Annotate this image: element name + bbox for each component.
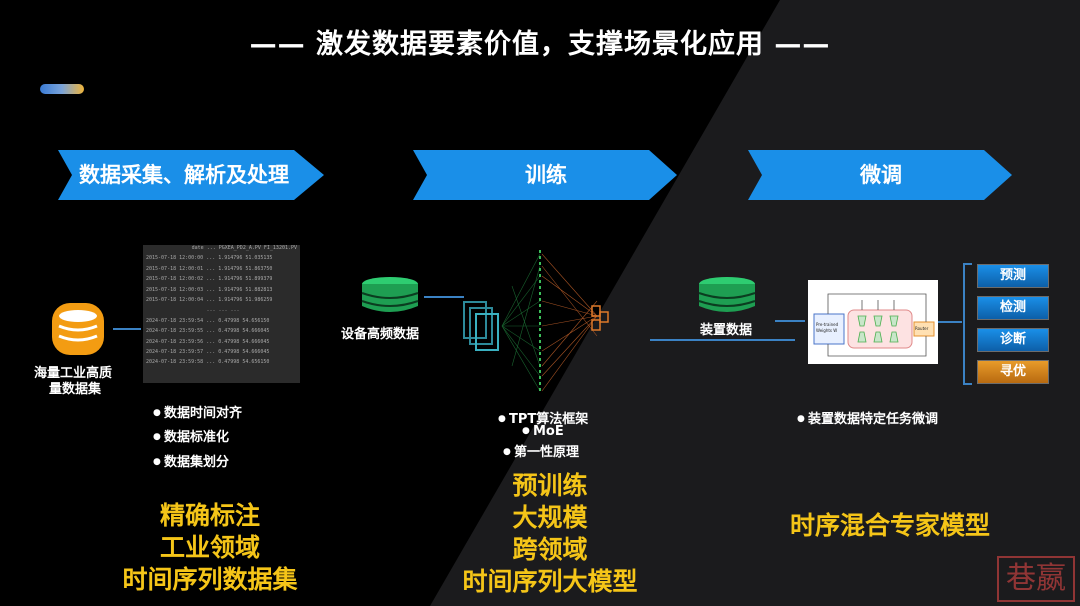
stage-arrow-finetune: 微调 [748,150,1014,200]
svg-text:Weights W: Weights W [816,328,837,333]
connector-line [113,328,141,330]
decorative-pill [40,84,84,94]
seal-text: 巷嬴 [1006,561,1066,596]
device-data-label: 设备高频数据 [341,327,420,342]
neural-network-icon [463,250,609,394]
diagram-graphic: Pre-trained Weights W Router [813,293,935,357]
highlight-text: 跨领域 [512,535,588,564]
connector-line [775,320,805,322]
page-title: —— 激发数据要素价值，支撑场景化应用 —— [249,29,831,60]
svg-text:Pre-trained: Pre-trained [816,322,839,327]
highlight-text: 时间序列数据集 [122,565,298,594]
task-detect-button: 检测 [977,296,1049,320]
bullet-item: 数据标准化 [153,426,229,445]
connector-line [650,339,795,341]
arrow-shape [748,150,1012,200]
bullet-item: 装置数据特定任务微调 [797,408,938,427]
table-row: 2015-07-18 12:00:00 ... 1.914796 51.0351… [146,255,273,262]
bullet-item: 数据集划分 [153,451,229,470]
highlight-text: 工业领域 [159,533,260,562]
table-row: 2024-07-18 23:59:55 ... 0.47998 54.66604… [146,328,270,335]
database-icon-green [361,277,419,312]
data-table: date ... PGXEA_PD2_A.PV FI_13201.PV 2015… [143,245,300,383]
table-header: date ... PGXEA_PD2_A.PV FI_13201.PV [191,245,297,251]
highlight-text: 精确标注 [159,501,260,530]
connector-line [424,296,464,298]
table-row: 2015-07-18 12:00:03 ... 1.914796 51.8828… [146,286,273,293]
task-optimize-button: 寻优 [977,360,1049,384]
task-diagnose-button: 诊断 [977,328,1049,352]
bullet-item: 数据时间对齐 [153,402,242,421]
bullet-item: MoE [522,424,564,439]
moe-lora-diagram: Pre-trained Weights W Router [808,280,938,364]
stage-arrow-train: 训练 [413,150,679,200]
task-predict-button: 预测 [977,264,1049,288]
table-row: 2024-07-18 23:59:56 ... 0.47998 54.66604… [146,338,270,345]
bracket-connector [938,263,972,385]
table-row: 2024-07-18 23:59:57 ... 0.47998 54.66604… [146,348,270,355]
plant-data-label: 装置数据 [700,323,753,338]
table-row: 2015-07-18 12:00:02 ... 1.914796 51.8993… [146,276,273,283]
bullet-item: 第一性原理 [503,441,579,460]
stage-label: 训练 [525,163,567,187]
highlight-text: 时间序列大模型 [462,567,638,596]
stage-label: 微调 [860,163,902,187]
stage-label: 数据采集、解析及处理 [79,163,289,187]
arrow-shape [58,150,324,200]
table-row: 2024-07-18 23:59:54 ... 0.47998 54.65615… [146,317,270,324]
source-label-line2: 量数据集 [49,382,102,397]
seal-stamp: 巷嬴 [997,556,1075,602]
source-label-line1: 海量工业高质 [34,366,113,381]
table-row: ... ... ... [206,307,240,314]
table-row: 2024-07-18 23:59:58 ... 0.47998 54.65615… [146,359,270,366]
database-icon-orange [52,303,104,355]
highlight-text: 预训练 [512,471,588,500]
highlight-text: 大规模 [512,503,588,532]
table-row: 2015-07-18 12:00:04 ... 1.914796 51.9862… [146,296,273,303]
svg-text:Router: Router [915,326,929,331]
database-icon-green [698,277,756,312]
stage-arrow-collect: 数据采集、解析及处理 [58,150,326,200]
arrow-shape [413,150,677,200]
highlight-text: 时序混合专家模型 [789,511,990,540]
table-row: 2015-07-18 12:00:01 ... 1.914796 51.8637… [146,265,273,272]
